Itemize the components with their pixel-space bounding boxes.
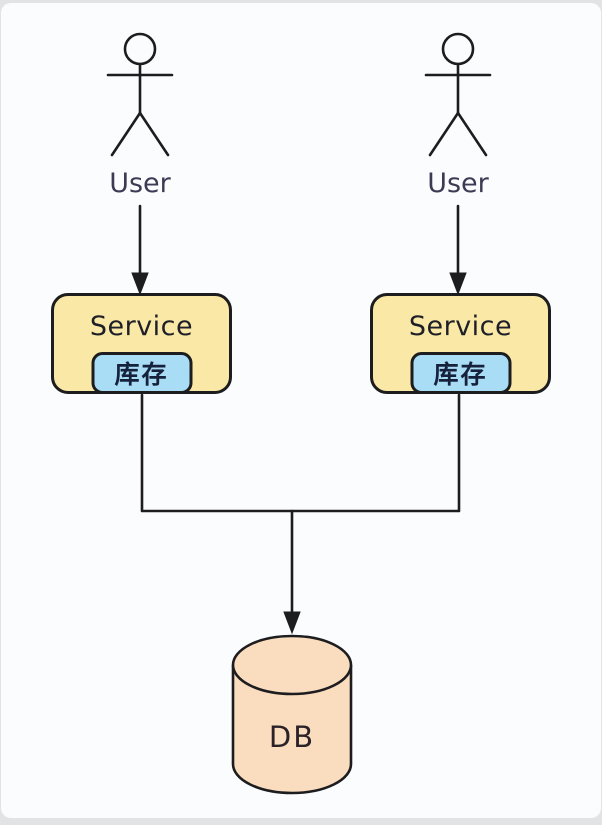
db-cylinder xyxy=(231,634,353,795)
actor-user-right-label: User xyxy=(427,168,489,199)
connector-services-merge xyxy=(140,393,461,513)
arrow-user-left-to-service xyxy=(131,204,149,296)
arrow-merge-to-db xyxy=(283,509,301,635)
service-left-label: Service xyxy=(89,311,194,342)
arrow-user-right-to-service xyxy=(449,204,467,296)
service-node-right: Service 库存 xyxy=(370,293,551,394)
inventory-module-left: 库存 xyxy=(91,352,192,394)
service-right-label: Service xyxy=(408,311,513,342)
actor-user-right-icon xyxy=(424,32,492,157)
inventory-module-right: 库存 xyxy=(410,352,511,394)
actor-user-left-icon xyxy=(106,32,174,157)
diagram-canvas: User User Service 库存 Service 库存 DB xyxy=(1,3,601,818)
service-node-left: Service 库存 xyxy=(51,293,232,394)
diagram-lines-layer xyxy=(106,32,492,795)
actor-user-left-label: User xyxy=(109,168,171,199)
db-label: DB xyxy=(268,720,316,754)
